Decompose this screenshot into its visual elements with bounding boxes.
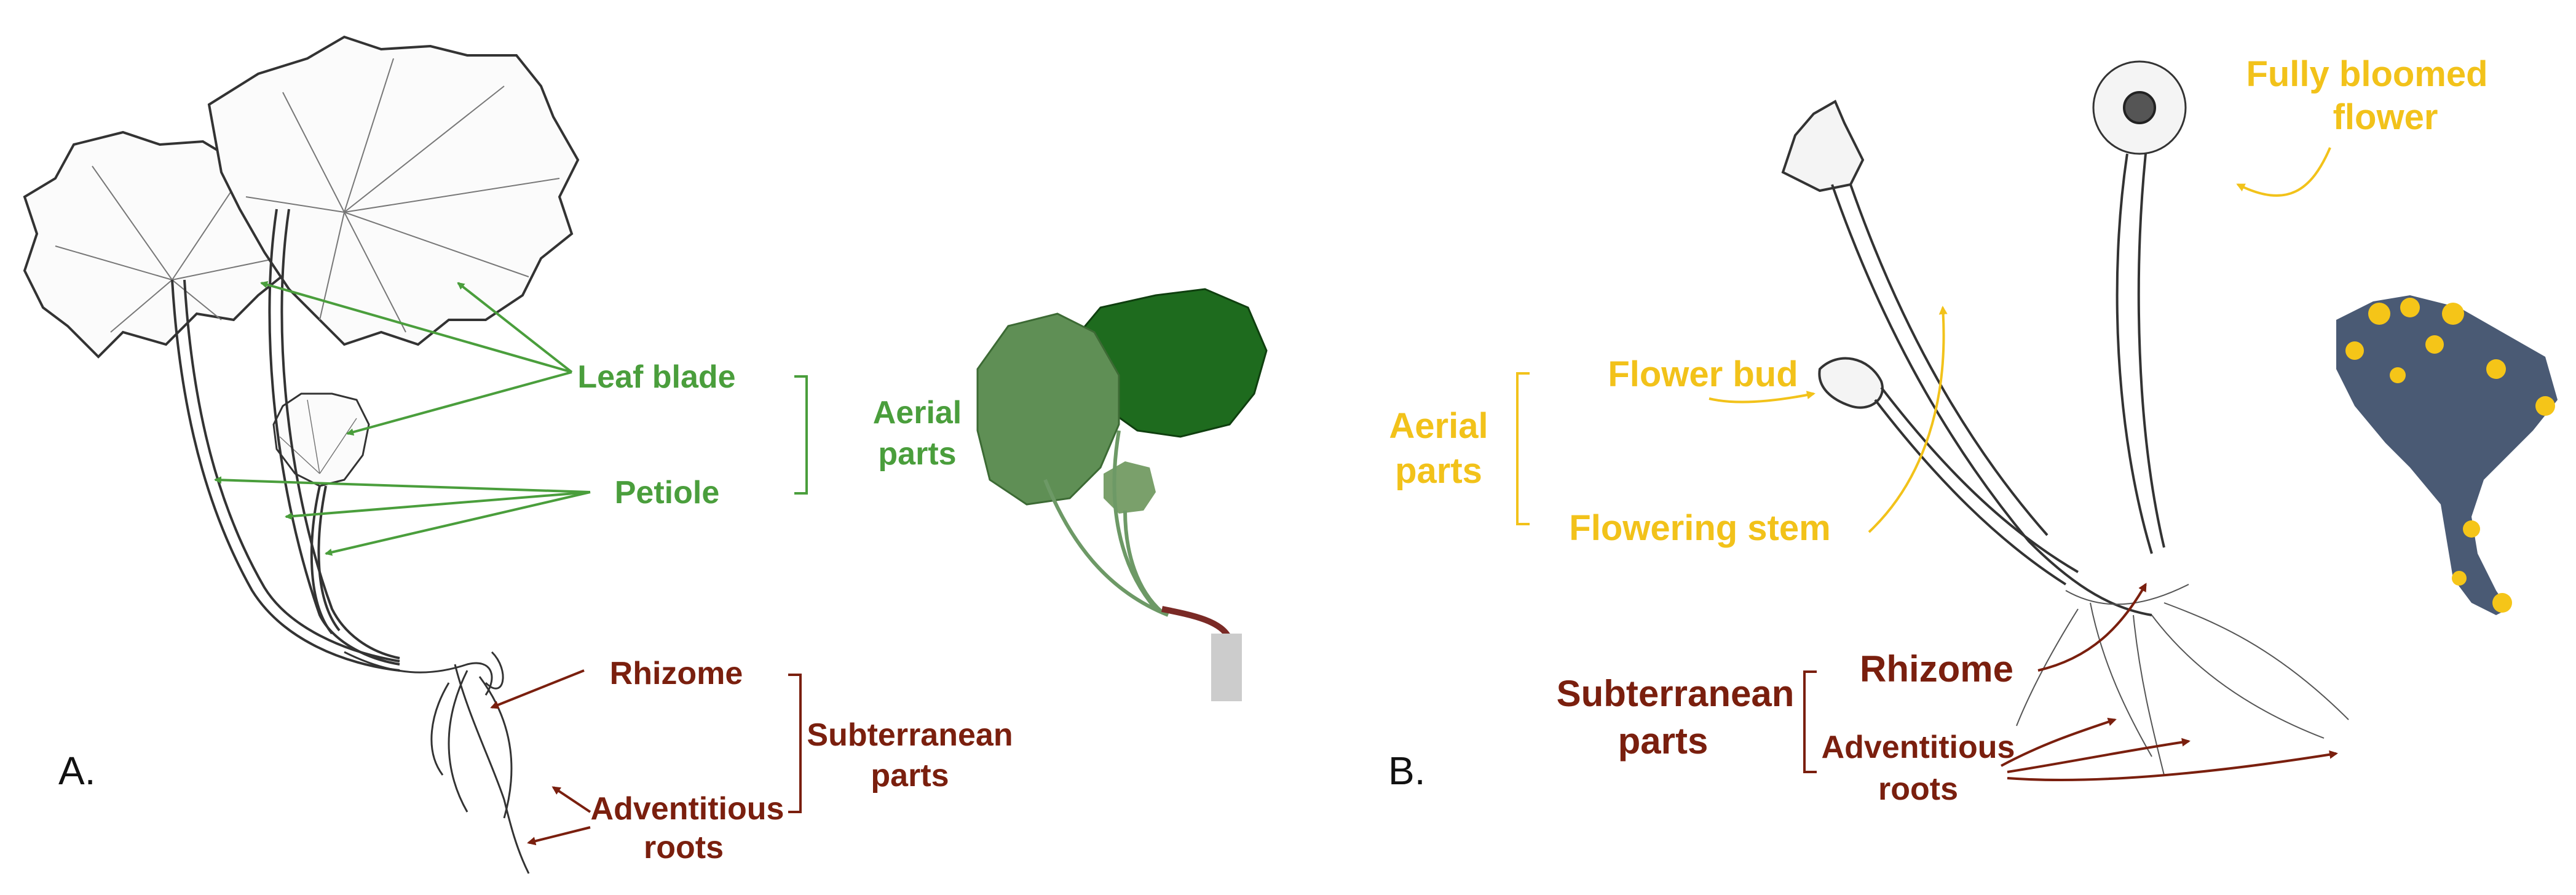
panel-b-letter: B.	[1388, 749, 1425, 793]
fully-bloomed-flower-label-line2: flower	[2333, 97, 2438, 137]
aerial-parts-label-line2: parts	[878, 436, 956, 472]
subterranean-arrows-a	[490, 669, 591, 846]
subterranean-parts-label-line1: Subterranean	[807, 717, 1013, 753]
panel-a-letter: A.	[58, 749, 95, 793]
closed-flower-sketch	[1781, 100, 1865, 193]
subterranean-parts-label-b-line1: Subterranean	[1557, 673, 1795, 714]
petiole-sketch	[171, 209, 400, 672]
subterranean-arrows-b	[2001, 583, 2338, 782]
subterranean-parts-label-line2: parts	[871, 758, 949, 794]
flowering-plant-sketch	[1781, 60, 2349, 776]
subterranean-bracket-a	[788, 674, 802, 813]
panel-b: Fully bloomed flower Flower bud Aerial p…	[1388, 54, 2558, 807]
subterranean-bracket-b	[1803, 670, 1817, 773]
aerial-parts-label-b-line1: Aerial	[1389, 406, 1488, 446]
panel-a: Leaf blade Petiole Aerial parts Rhizome …	[23, 35, 1268, 874]
flower-bud-sketch	[1818, 357, 1884, 409]
small-leaf-sketch	[272, 392, 370, 487]
leaf-blade-label: Leaf blade	[577, 359, 735, 395]
aerial-parts-label-b-line2: parts	[1395, 451, 1482, 491]
subterranean-parts-label-b-line2: parts	[1618, 720, 1709, 762]
rhizome-sketch	[344, 651, 530, 874]
rhizome-label-b: Rhizome	[1860, 648, 2013, 690]
aerial-arrows-a	[214, 280, 591, 556]
aerial-parts-label-line1: Aerial	[873, 395, 962, 431]
adventitious-roots-label-b-line1: Adventitious	[1822, 730, 2015, 765]
leaf-sketch-left	[23, 130, 291, 359]
petiole-label: Petiole	[615, 475, 720, 511]
aerial-arrows-b	[1709, 147, 2331, 533]
bloomed-flower-sketch	[2092, 60, 2187, 155]
leaf-photo	[976, 288, 1268, 701]
adventitious-roots-label-line2: roots	[644, 830, 724, 865]
flower-bud-label: Flower bud	[1608, 354, 1798, 394]
flower-photo	[2336, 295, 2558, 615]
adventitious-roots-label-b-line2: roots	[1878, 771, 1958, 807]
fully-bloomed-flower-label-line1: Fully bloomed	[2246, 54, 2487, 94]
leaf-sketch-right	[207, 35, 580, 346]
aerial-bracket-b	[1516, 372, 1530, 525]
flowering-stem-label: Flowering stem	[1569, 508, 1830, 548]
rhizome-label: Rhizome	[610, 656, 743, 691]
adventitious-roots-label-line1: Adventitious	[591, 791, 784, 827]
aerial-bracket-a	[794, 375, 808, 495]
